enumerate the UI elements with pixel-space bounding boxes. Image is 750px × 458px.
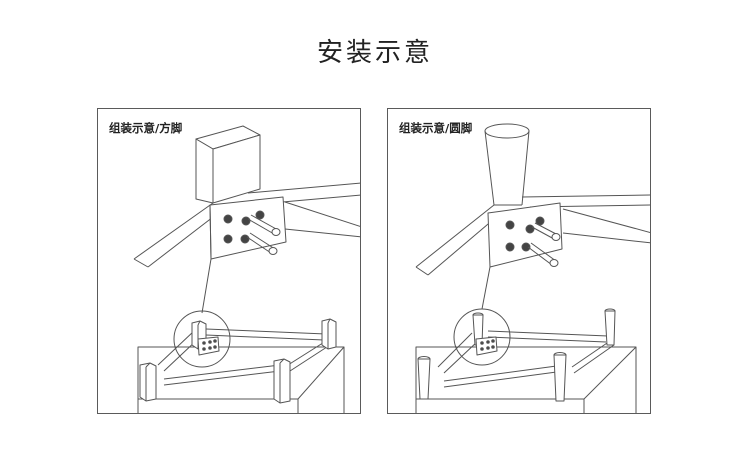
table-frame-overview (138, 319, 344, 413)
panel-label: 组装示意/方脚 (109, 120, 183, 136)
square-leg-illustration (98, 109, 361, 413)
assembly-diagram-square-leg: 组装示意/方脚 (97, 108, 361, 414)
assembly-diagram-round-leg: 组装示意/圆脚 (387, 108, 651, 414)
magnifier-circle (174, 311, 230, 367)
panel-label: 组装示意/圆脚 (399, 120, 473, 136)
bolts (247, 215, 280, 255)
bolts (528, 223, 560, 267)
callout-line (202, 259, 211, 313)
callout-line (482, 267, 490, 309)
table-frame-overview (416, 309, 636, 413)
magnifier-circle (454, 309, 510, 365)
round-leg (485, 124, 529, 205)
page-title: 安装示意 (316, 38, 433, 68)
apron-rails (416, 195, 651, 275)
square-leg-block (196, 126, 260, 203)
round-leg-illustration (388, 109, 651, 413)
corner-bracket-plate (488, 203, 562, 267)
